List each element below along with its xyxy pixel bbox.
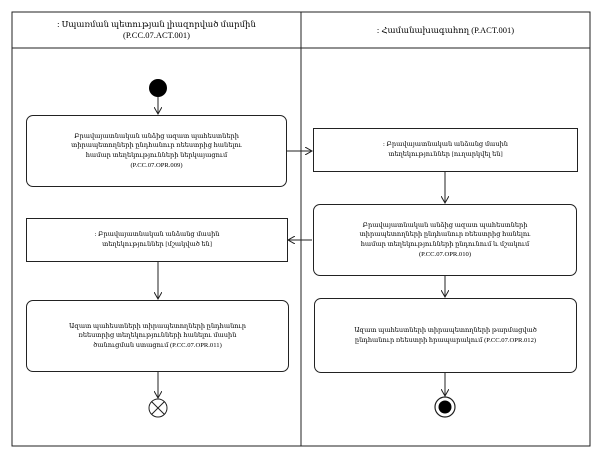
flow-final-node [148, 398, 168, 418]
lane-header-co-chair: : Համանախագահող (P.ACT.001) [301, 12, 590, 48]
activity-submit-information: Բրավայատնական անձից ազատ պահեստների տիրա… [26, 115, 287, 187]
lane-header-authorized-body: : Սպառման պետության լիազորված մարմին (P.… [12, 12, 301, 48]
node-text-line: համար տեղեկությունների ընդունում և մշակո… [360, 241, 530, 248]
node-text-line: Ազատ պահեստների տիրապետողների թարմացված [354, 326, 537, 334]
node-text-line: Ազատ պահեստների տիրապետողների ընդհանուր [69, 322, 246, 330]
node-text-line: տիրապետողների ընդհանուր ռեեստրից հանելու [359, 231, 531, 239]
lane-title-line: : Սպառման պետության լիազորված մարմին [57, 19, 256, 29]
activity-receive-notification: Ազատ պահեստների տիրապետողների ընդհանուր … [26, 300, 289, 372]
node-text-line: : Բրավայատնական անձանց մասին [94, 231, 220, 239]
node-text-line: Բրավայատնական անձից ազատ պահեստների [74, 132, 239, 140]
node-text-line: Բրավայատնական անձից ազատ պահեստների [362, 221, 528, 229]
node-text-line: (P.CC.07.OPR.010) [418, 250, 472, 258]
node-text-line: տեղեկություններ [ուղարկվել են] [388, 151, 503, 158]
node-text-line: ծանուցման ստացում (P.CC.07.OPR.011) [93, 341, 222, 349]
node-text-line: տեղեկություններ [մշակված են] [102, 241, 212, 248]
node-text-line: տիրապետողների ընդհանուր ռեեստրից հանելու [71, 142, 242, 150]
node-text-line: համար տեղեկությունների ներկայացում [85, 152, 228, 159]
activity-receive-and-process: Բրավայատնական անձից ազատ պահեստների տիրա… [313, 204, 577, 276]
object-information-processed: : Բրավայատնական անձանց մասին տեղեկությու… [26, 218, 288, 262]
initial-node [149, 79, 167, 97]
lane-title-line: : Համանախագահող (P.ACT.001) [376, 24, 515, 35]
node-text-line: ընդհանուր ռեեստրի հրապարակում (P.CC.07.O… [354, 336, 537, 344]
activity-final-node [434, 396, 456, 418]
object-information-sent: : Բրավայատնական անձանց մասին տեղեկությու… [313, 128, 578, 172]
node-text-line: (P.CC.07.OPR.009) [130, 161, 183, 169]
lane-title-line: (P.CC.07.ACT.001) [123, 30, 190, 40]
node-text-line: ռեեստրից տեղեկությունների հանելու մասին [78, 332, 237, 340]
node-text-line: : Բրավայատնական անձանց մասին [383, 141, 508, 149]
activity-publish-updated-register: Ազատ պահեստների տիրապետողների թարմացված … [314, 298, 577, 373]
